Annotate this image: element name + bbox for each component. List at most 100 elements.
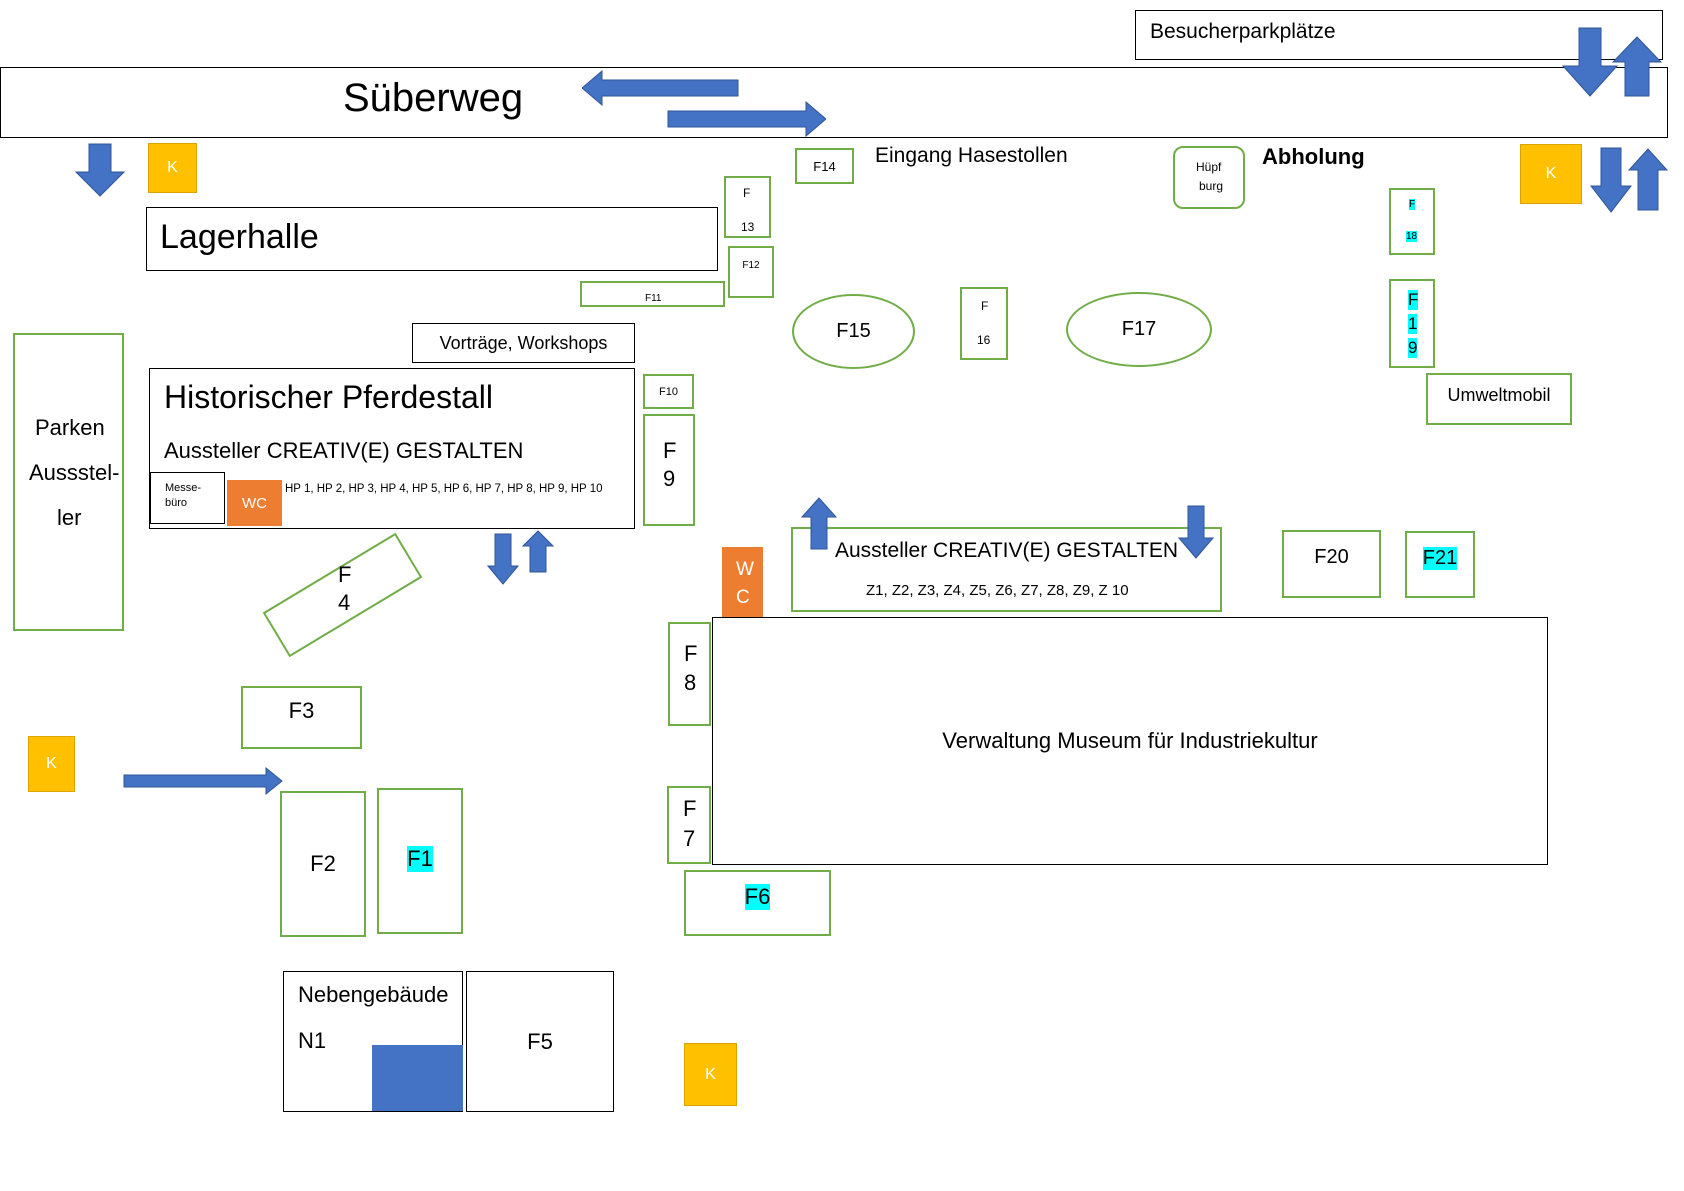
parken-label-2: Aussstel- xyxy=(29,460,120,485)
field-f20-label: F20 xyxy=(1314,546,1349,568)
field-f16-label-b: 16 xyxy=(977,333,991,347)
nebengebaeude-label-1: Nebengebäude xyxy=(298,982,449,1007)
aussteller-z-zones: Z1, Z2, Z3, Z4, Z5, Z6, Z7, Z8, Z9, Z 10 xyxy=(866,582,1129,599)
verwaltung-label: Verwaltung Museum für Industriekultur xyxy=(942,728,1318,753)
field-f7: F 7 xyxy=(667,786,711,864)
nebengebaeude: Nebengebäude N1 xyxy=(283,971,463,1112)
field-f12-label: F12 xyxy=(742,260,760,271)
field-f19-label-a: F xyxy=(1408,290,1419,310)
parken-aussteller: Parken Aussstel- ler xyxy=(13,333,124,631)
field-f21-label: F21 xyxy=(1422,547,1458,570)
field-f13-label-b: 13 xyxy=(741,220,755,234)
suberweg-label: Süberweg xyxy=(343,76,524,120)
field-f13-label-a: F xyxy=(743,186,751,200)
field-f1: F1 xyxy=(377,788,463,934)
field-f16-label-a: F xyxy=(981,299,989,313)
suberweg-road: Süberweg xyxy=(0,67,1668,138)
huepfburg-label-1: Hüpf xyxy=(1196,160,1222,174)
messebuero-label-2: büro xyxy=(165,497,188,509)
pferdestall-title: Historischer Pferdestall xyxy=(164,379,493,415)
field-f7-label-a: F xyxy=(683,796,697,821)
arrow-right-icon xyxy=(123,767,283,795)
arrow-up-icon xyxy=(1612,36,1662,97)
field-f19: F 1 9 xyxy=(1389,279,1435,368)
field-f1-label: F1 xyxy=(407,846,433,872)
field-f20: F20 xyxy=(1282,530,1381,598)
field-f4-label-b: 4 xyxy=(338,590,351,615)
kiosk-top-left: K xyxy=(148,143,197,193)
huepfburg-label-2: burg xyxy=(1199,179,1224,193)
wc-vertical-label-2: C xyxy=(736,587,750,608)
wc-vertical-label-1: W xyxy=(736,559,754,580)
arrow-left-icon xyxy=(582,70,739,106)
wc-pferdestall: WC xyxy=(227,480,282,526)
field-f16: F 16 xyxy=(960,287,1008,360)
eingang-hasestollen-label: Eingang Hasestollen xyxy=(875,144,1068,167)
field-f14: F14 xyxy=(795,148,854,184)
field-f8-label-a: F xyxy=(684,641,698,666)
field-f12: F12 xyxy=(728,246,774,298)
aussteller-z-area: Aussteller CREATIV(E) GESTALTEN Z1, Z2, … xyxy=(791,527,1222,612)
field-f19-label-c: 9 xyxy=(1408,338,1418,358)
field-f11-label: F11 xyxy=(645,293,662,304)
besucherparkplaetze-label: Besucherparkplätze xyxy=(1150,20,1336,43)
field-f3-label: F3 xyxy=(288,698,315,723)
arrow-down-icon xyxy=(1562,27,1618,97)
arrow-down-icon xyxy=(1178,505,1214,559)
field-f11: F11 xyxy=(580,281,725,307)
wc-pferdestall-label: WC xyxy=(242,494,267,512)
arrow-up-icon xyxy=(1628,148,1668,211)
pferdestall-subtitle: Aussteller CREATIV(E) GESTALTEN xyxy=(164,438,524,463)
field-f7-label-b: 7 xyxy=(683,826,696,851)
field-f6-label: F6 xyxy=(744,884,771,910)
arrow-right-icon xyxy=(667,101,826,137)
huepfburg: Hüpf burg xyxy=(1173,146,1245,209)
field-f9-label-a: F xyxy=(663,438,677,463)
field-f17-label: F17 xyxy=(1121,318,1157,340)
verwaltung-building: Verwaltung Museum für Industriekultur xyxy=(712,617,1548,865)
messebuero-box: Messe- büro xyxy=(150,472,225,524)
lagerhalle-label: Lagerhalle xyxy=(160,218,319,256)
messebuero-label-1: Messe- xyxy=(165,482,202,494)
kiosk-bottom: K xyxy=(684,1043,737,1106)
field-f21: F21 xyxy=(1405,531,1475,598)
field-f8-label-b: 8 xyxy=(684,670,697,695)
umweltmobil: Umweltmobil xyxy=(1426,373,1572,425)
field-f14-label: F14 xyxy=(813,158,836,174)
field-f15-label: F15 xyxy=(836,320,871,342)
arrow-down-icon xyxy=(75,143,125,197)
kiosk-top-right: K xyxy=(1520,144,1582,204)
besucherparkplaetze-box: Besucherparkplätze xyxy=(1135,10,1663,60)
arrow-up-icon xyxy=(522,530,554,573)
kiosk-left-label: K xyxy=(46,755,57,772)
umweltmobil-label: Umweltmobil xyxy=(1447,385,1551,405)
field-f3: F3 xyxy=(241,686,362,749)
wc-vertical: W C xyxy=(722,547,763,617)
field-f18-label-b: 18 xyxy=(1406,231,1418,242)
kiosk-left: K xyxy=(28,736,75,792)
arrow-up-icon xyxy=(801,497,837,550)
field-f15: F15 xyxy=(792,294,915,369)
field-f19-label-b: 1 xyxy=(1408,314,1418,334)
field-f10-label: F10 xyxy=(659,385,678,398)
field-f4-label-a: F xyxy=(338,562,352,587)
lagerhalle-building: Lagerhalle xyxy=(146,207,718,271)
field-f18-label-a: F xyxy=(1409,199,1416,210)
field-f2-label: F2 xyxy=(310,851,336,876)
field-f18: F 18 xyxy=(1389,188,1435,255)
field-f9: F 9 xyxy=(643,414,695,526)
kiosk-bottom-label: K xyxy=(705,1065,716,1083)
field-f5: F5 xyxy=(466,971,614,1112)
nebengebaeude-label-2: N1 xyxy=(298,1028,327,1053)
parken-label-3: ler xyxy=(57,505,82,530)
field-f2: F2 xyxy=(280,791,366,937)
field-f17: F17 xyxy=(1066,292,1212,367)
pferdestall-building: Historischer Pferdestall Aussteller CREA… xyxy=(149,368,635,529)
field-f13: F 13 xyxy=(724,176,771,238)
vortraege-label: Vorträge, Workshops xyxy=(439,332,608,353)
abholung-label: Abholung xyxy=(1262,144,1365,169)
field-f8: F 8 xyxy=(668,622,711,726)
parken-label-1: Parken xyxy=(35,415,105,440)
field-f5-label: F5 xyxy=(527,1028,553,1054)
field-f9-label-b: 9 xyxy=(663,466,676,491)
